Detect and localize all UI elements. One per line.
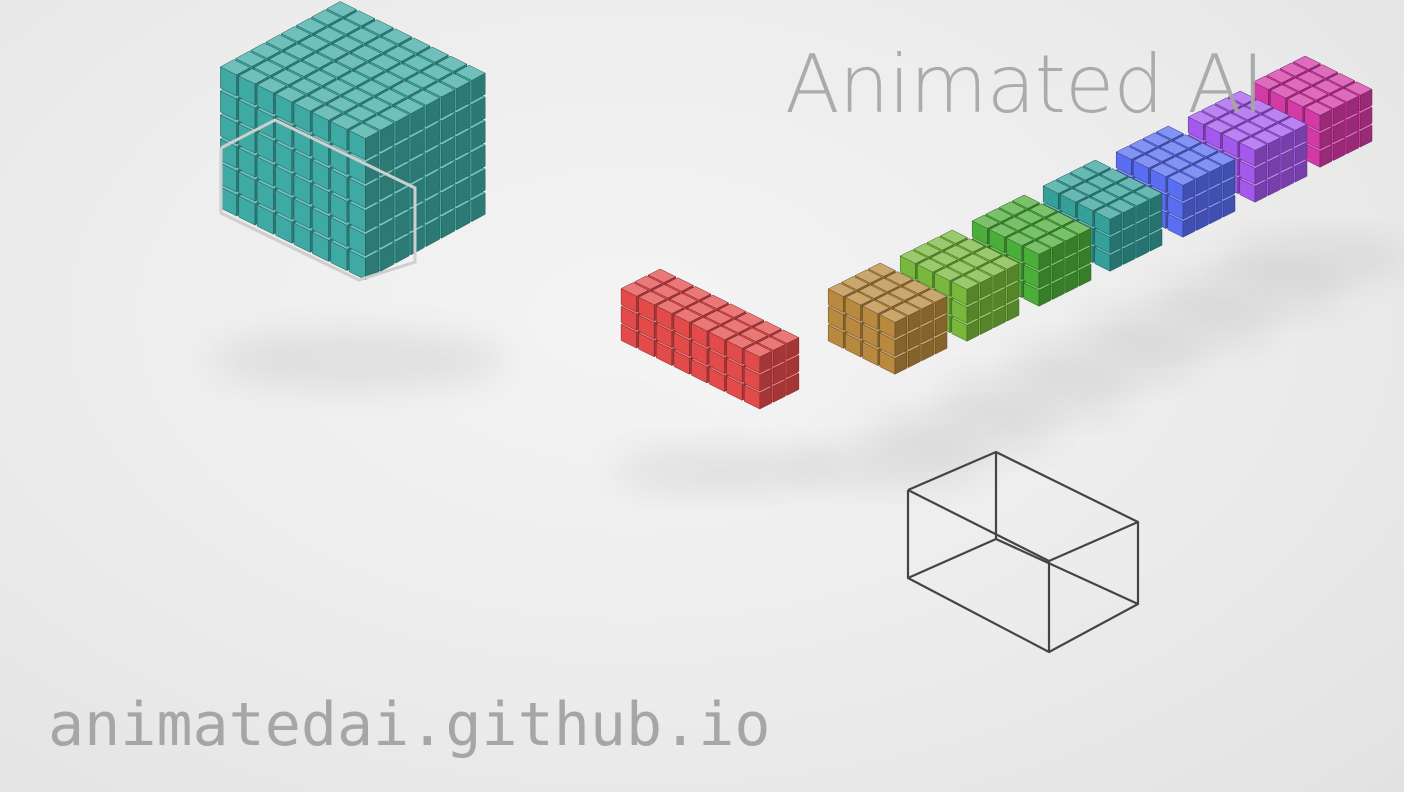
kernel-window-highlight xyxy=(219,118,417,282)
output-voxels xyxy=(620,268,800,410)
filter-stack xyxy=(827,55,1373,375)
filter-1 xyxy=(827,262,948,375)
filter-6 xyxy=(1187,90,1308,203)
wire-outline xyxy=(906,490,1140,654)
output-shadow xyxy=(610,450,830,490)
filter-shadow xyxy=(862,412,1062,452)
filter-3 xyxy=(971,194,1092,307)
input-shadow xyxy=(210,332,510,388)
input-voxels xyxy=(220,1,486,280)
highlight-edge xyxy=(220,211,360,282)
output-tensor xyxy=(620,268,800,410)
title-watermark: Animated AI xyxy=(785,38,1265,131)
floor-shadows xyxy=(210,238,1404,490)
filter-2 xyxy=(899,229,1020,342)
filter-shadow xyxy=(934,377,1134,417)
filter-shadow xyxy=(1150,273,1350,313)
url-watermark: animatedai.github.io xyxy=(48,690,771,760)
wireframe-box xyxy=(906,450,1140,654)
filter-shadow xyxy=(1005,342,1205,382)
filter-shadow xyxy=(1215,238,1404,278)
filter-shadow xyxy=(1078,308,1278,348)
input-tensor xyxy=(220,1,486,280)
